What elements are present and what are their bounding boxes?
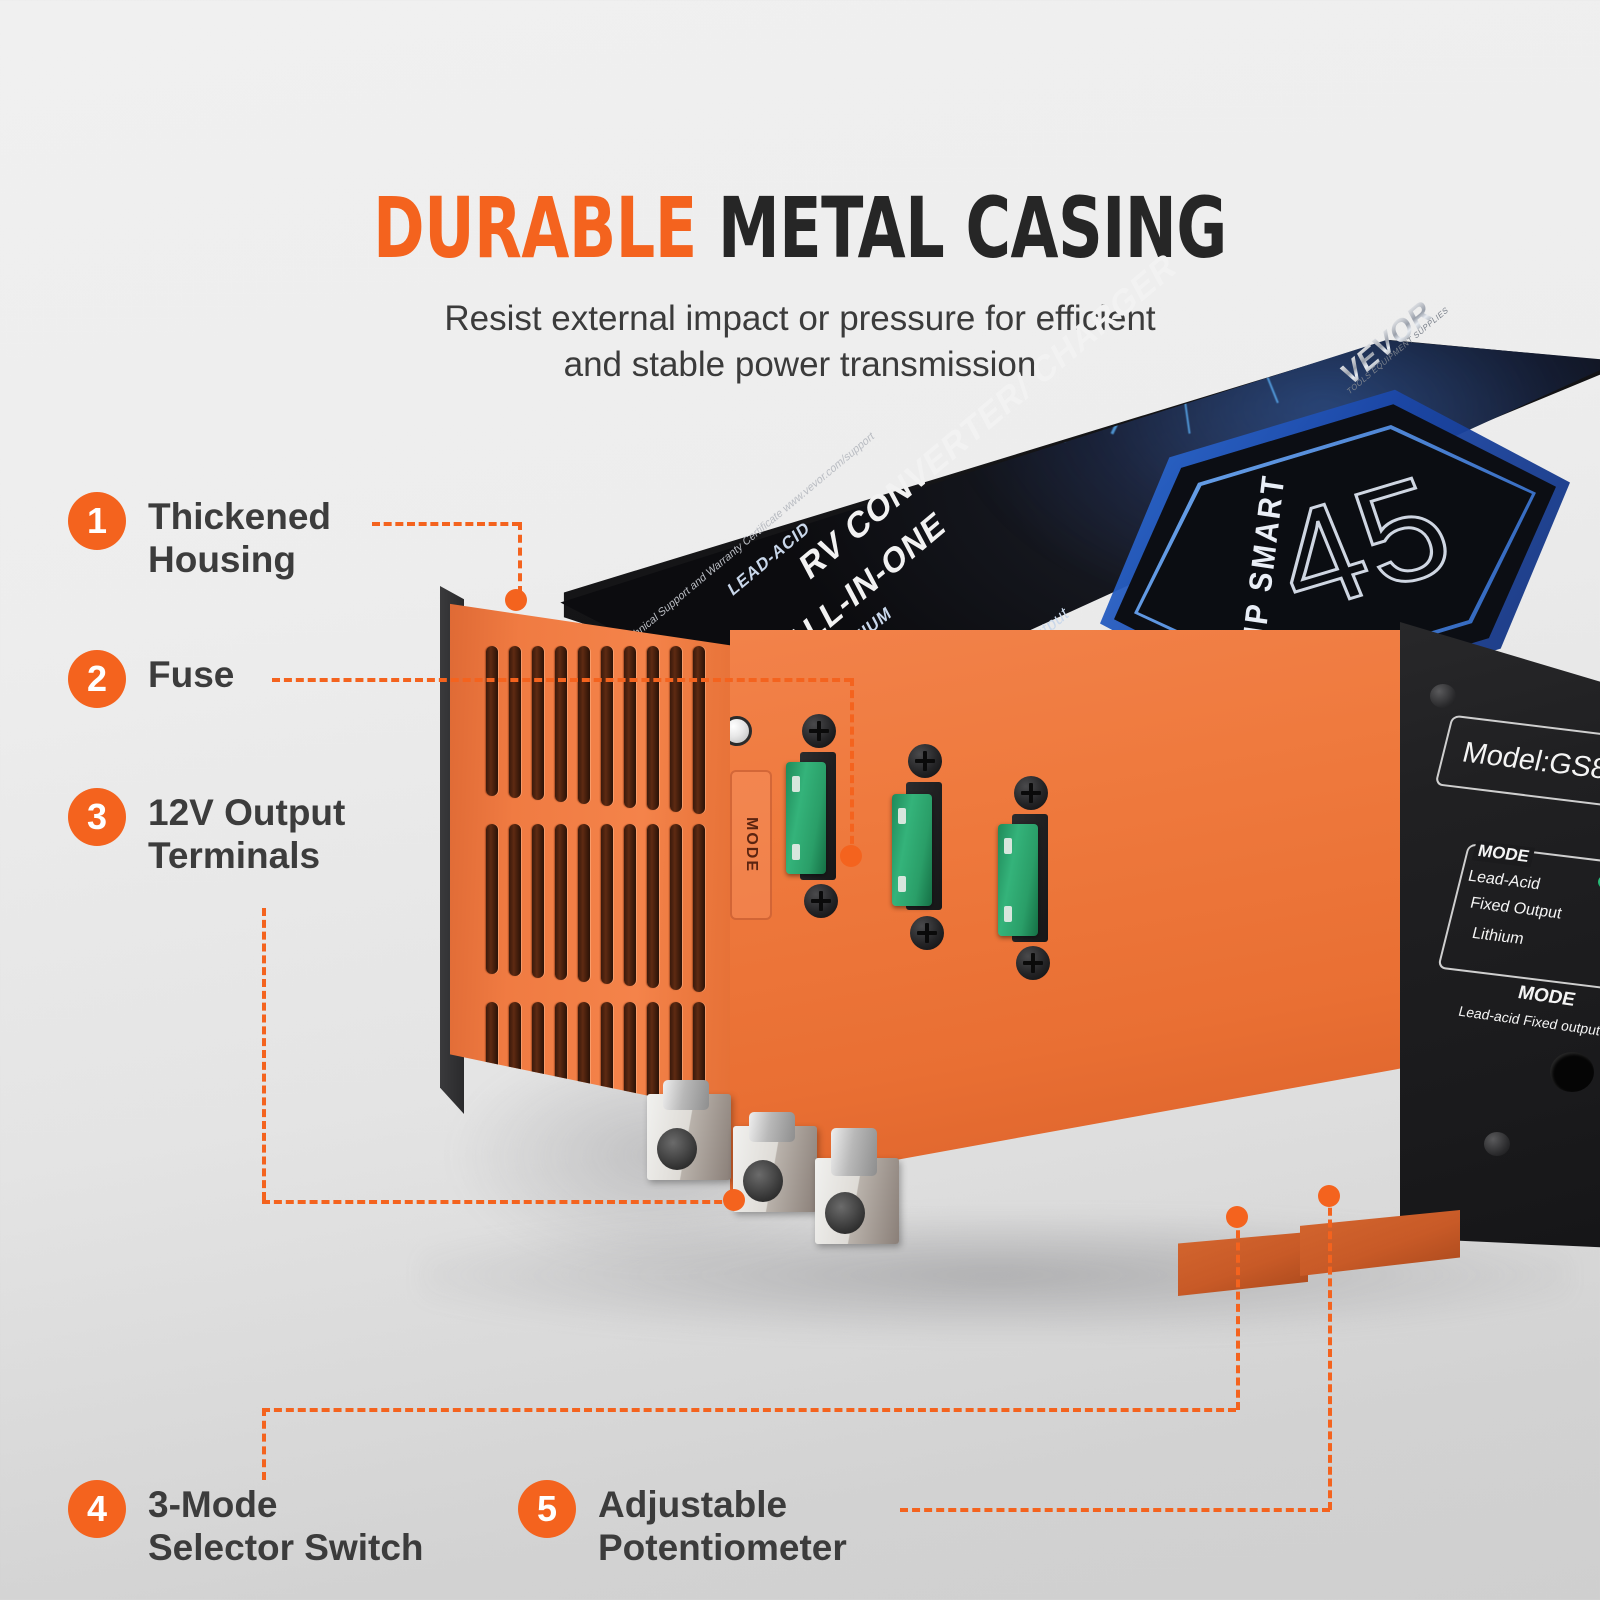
leader-line-5-v bbox=[1328, 1196, 1332, 1510]
product-image: 45 AMP SMART RV CONVERTER/ CHARGER ALL-I… bbox=[400, 245, 1600, 1340]
housing-right-panel: Model:GS800RV-45 MODE Lead-Acid Fixed Ou… bbox=[1400, 622, 1600, 1266]
fuse-screw bbox=[1016, 946, 1050, 980]
callout-4[interactable]: 4 3-Mode Selector Switch bbox=[68, 1480, 424, 1569]
page-subtitle: Resist external impact or pressure for e… bbox=[0, 296, 1600, 388]
leader-line-3-v bbox=[262, 908, 266, 1200]
fuse-screw bbox=[1014, 776, 1048, 810]
callout-3[interactable]: 3 12V Output Terminals bbox=[68, 788, 345, 877]
mode-label-text: MODE bbox=[743, 817, 760, 873]
callout-badge-2: 2 bbox=[68, 650, 126, 708]
callout-label-2: Fuse bbox=[148, 654, 235, 695]
subtitle-line-2: and stable power transmission bbox=[563, 344, 1037, 384]
housing-front-face: CHARGE MODE bbox=[730, 630, 1410, 1190]
ventilation-slots bbox=[450, 604, 755, 1118]
fuse-blade bbox=[892, 794, 932, 906]
callout-dot-2 bbox=[840, 845, 862, 867]
leader-line-4-v bbox=[262, 1408, 266, 1480]
title-highlight: DURABLE bbox=[373, 179, 697, 277]
callout-badge-1: 1 bbox=[68, 492, 126, 550]
mounting-flange-left bbox=[1178, 1232, 1308, 1296]
header: DURABLE METAL CASING Resist external imp… bbox=[0, 185, 1600, 388]
leader-line-2-v bbox=[850, 678, 854, 856]
fuse-screw bbox=[804, 884, 838, 918]
callout-label-5: Adjustable Potentiometer bbox=[598, 1484, 847, 1568]
callout-dot-5 bbox=[1318, 1185, 1340, 1207]
output-terminal-block bbox=[815, 1128, 899, 1244]
title-rest: METAL CASING bbox=[696, 179, 1227, 277]
leader-line-5 bbox=[900, 1508, 1330, 1512]
fuse-blade bbox=[786, 762, 826, 874]
lightning-bolt-icon bbox=[1105, 381, 1140, 413]
leader-line-4-v2 bbox=[1236, 1218, 1240, 1410]
output-terminal-block bbox=[647, 1080, 731, 1180]
mode-led-indicator bbox=[730, 716, 752, 746]
mode-label-box: MODE bbox=[730, 770, 772, 920]
terminal-screw bbox=[663, 1080, 709, 1110]
fuse-screw bbox=[802, 714, 836, 748]
callout-label-4: 3-Mode Selector Switch bbox=[148, 1484, 424, 1568]
terminal-screw bbox=[831, 1128, 877, 1176]
mode-switch-hole bbox=[1550, 1052, 1594, 1092]
callout-5[interactable]: 5 Adjustable Potentiometer bbox=[518, 1480, 847, 1569]
callout-badge-5: 5 bbox=[518, 1480, 576, 1538]
mode-switch-options: Lead-acid Fixed output Lithium bbox=[1456, 1002, 1600, 1045]
leader-line-2 bbox=[272, 678, 852, 682]
leader-line-1-v bbox=[518, 522, 522, 594]
subtitle-line-1: Resist external impact or pressure for e… bbox=[444, 298, 1156, 338]
mode-switch-title: MODE bbox=[1515, 982, 1578, 1011]
led-green-indicator bbox=[1598, 874, 1600, 890]
terminal-hole bbox=[825, 1192, 865, 1234]
callout-dot-3 bbox=[723, 1189, 745, 1211]
callout-2[interactable]: 2 Fuse bbox=[68, 650, 234, 708]
panel-screw bbox=[1484, 1132, 1510, 1156]
callout-label-1: Thickened Housing bbox=[148, 496, 331, 580]
callout-label-3: 12V Output Terminals bbox=[148, 792, 346, 876]
terminal-hole bbox=[743, 1160, 783, 1202]
callout-badge-3: 3 bbox=[68, 788, 126, 846]
terminal-screw bbox=[749, 1112, 795, 1142]
leader-line-4 bbox=[262, 1408, 1236, 1412]
fuse-blade bbox=[998, 824, 1038, 936]
page-title: DURABLE METAL CASING bbox=[144, 185, 1456, 272]
terminal-hole bbox=[657, 1128, 697, 1170]
output-terminal-block bbox=[733, 1112, 817, 1212]
leader-line-1 bbox=[372, 522, 520, 526]
leader-line-3 bbox=[262, 1200, 734, 1204]
housing-left-face bbox=[450, 603, 755, 1118]
callout-dot-4 bbox=[1226, 1206, 1248, 1228]
mounting-flange-right bbox=[1300, 1210, 1460, 1276]
panel-screw bbox=[1430, 684, 1456, 708]
callout-dot-1 bbox=[505, 589, 527, 611]
callout-badge-4: 4 bbox=[68, 1480, 126, 1538]
fuse-screw bbox=[908, 744, 942, 778]
callout-1[interactable]: 1 Thickened Housing bbox=[68, 492, 331, 581]
fuse-screw bbox=[910, 916, 944, 950]
